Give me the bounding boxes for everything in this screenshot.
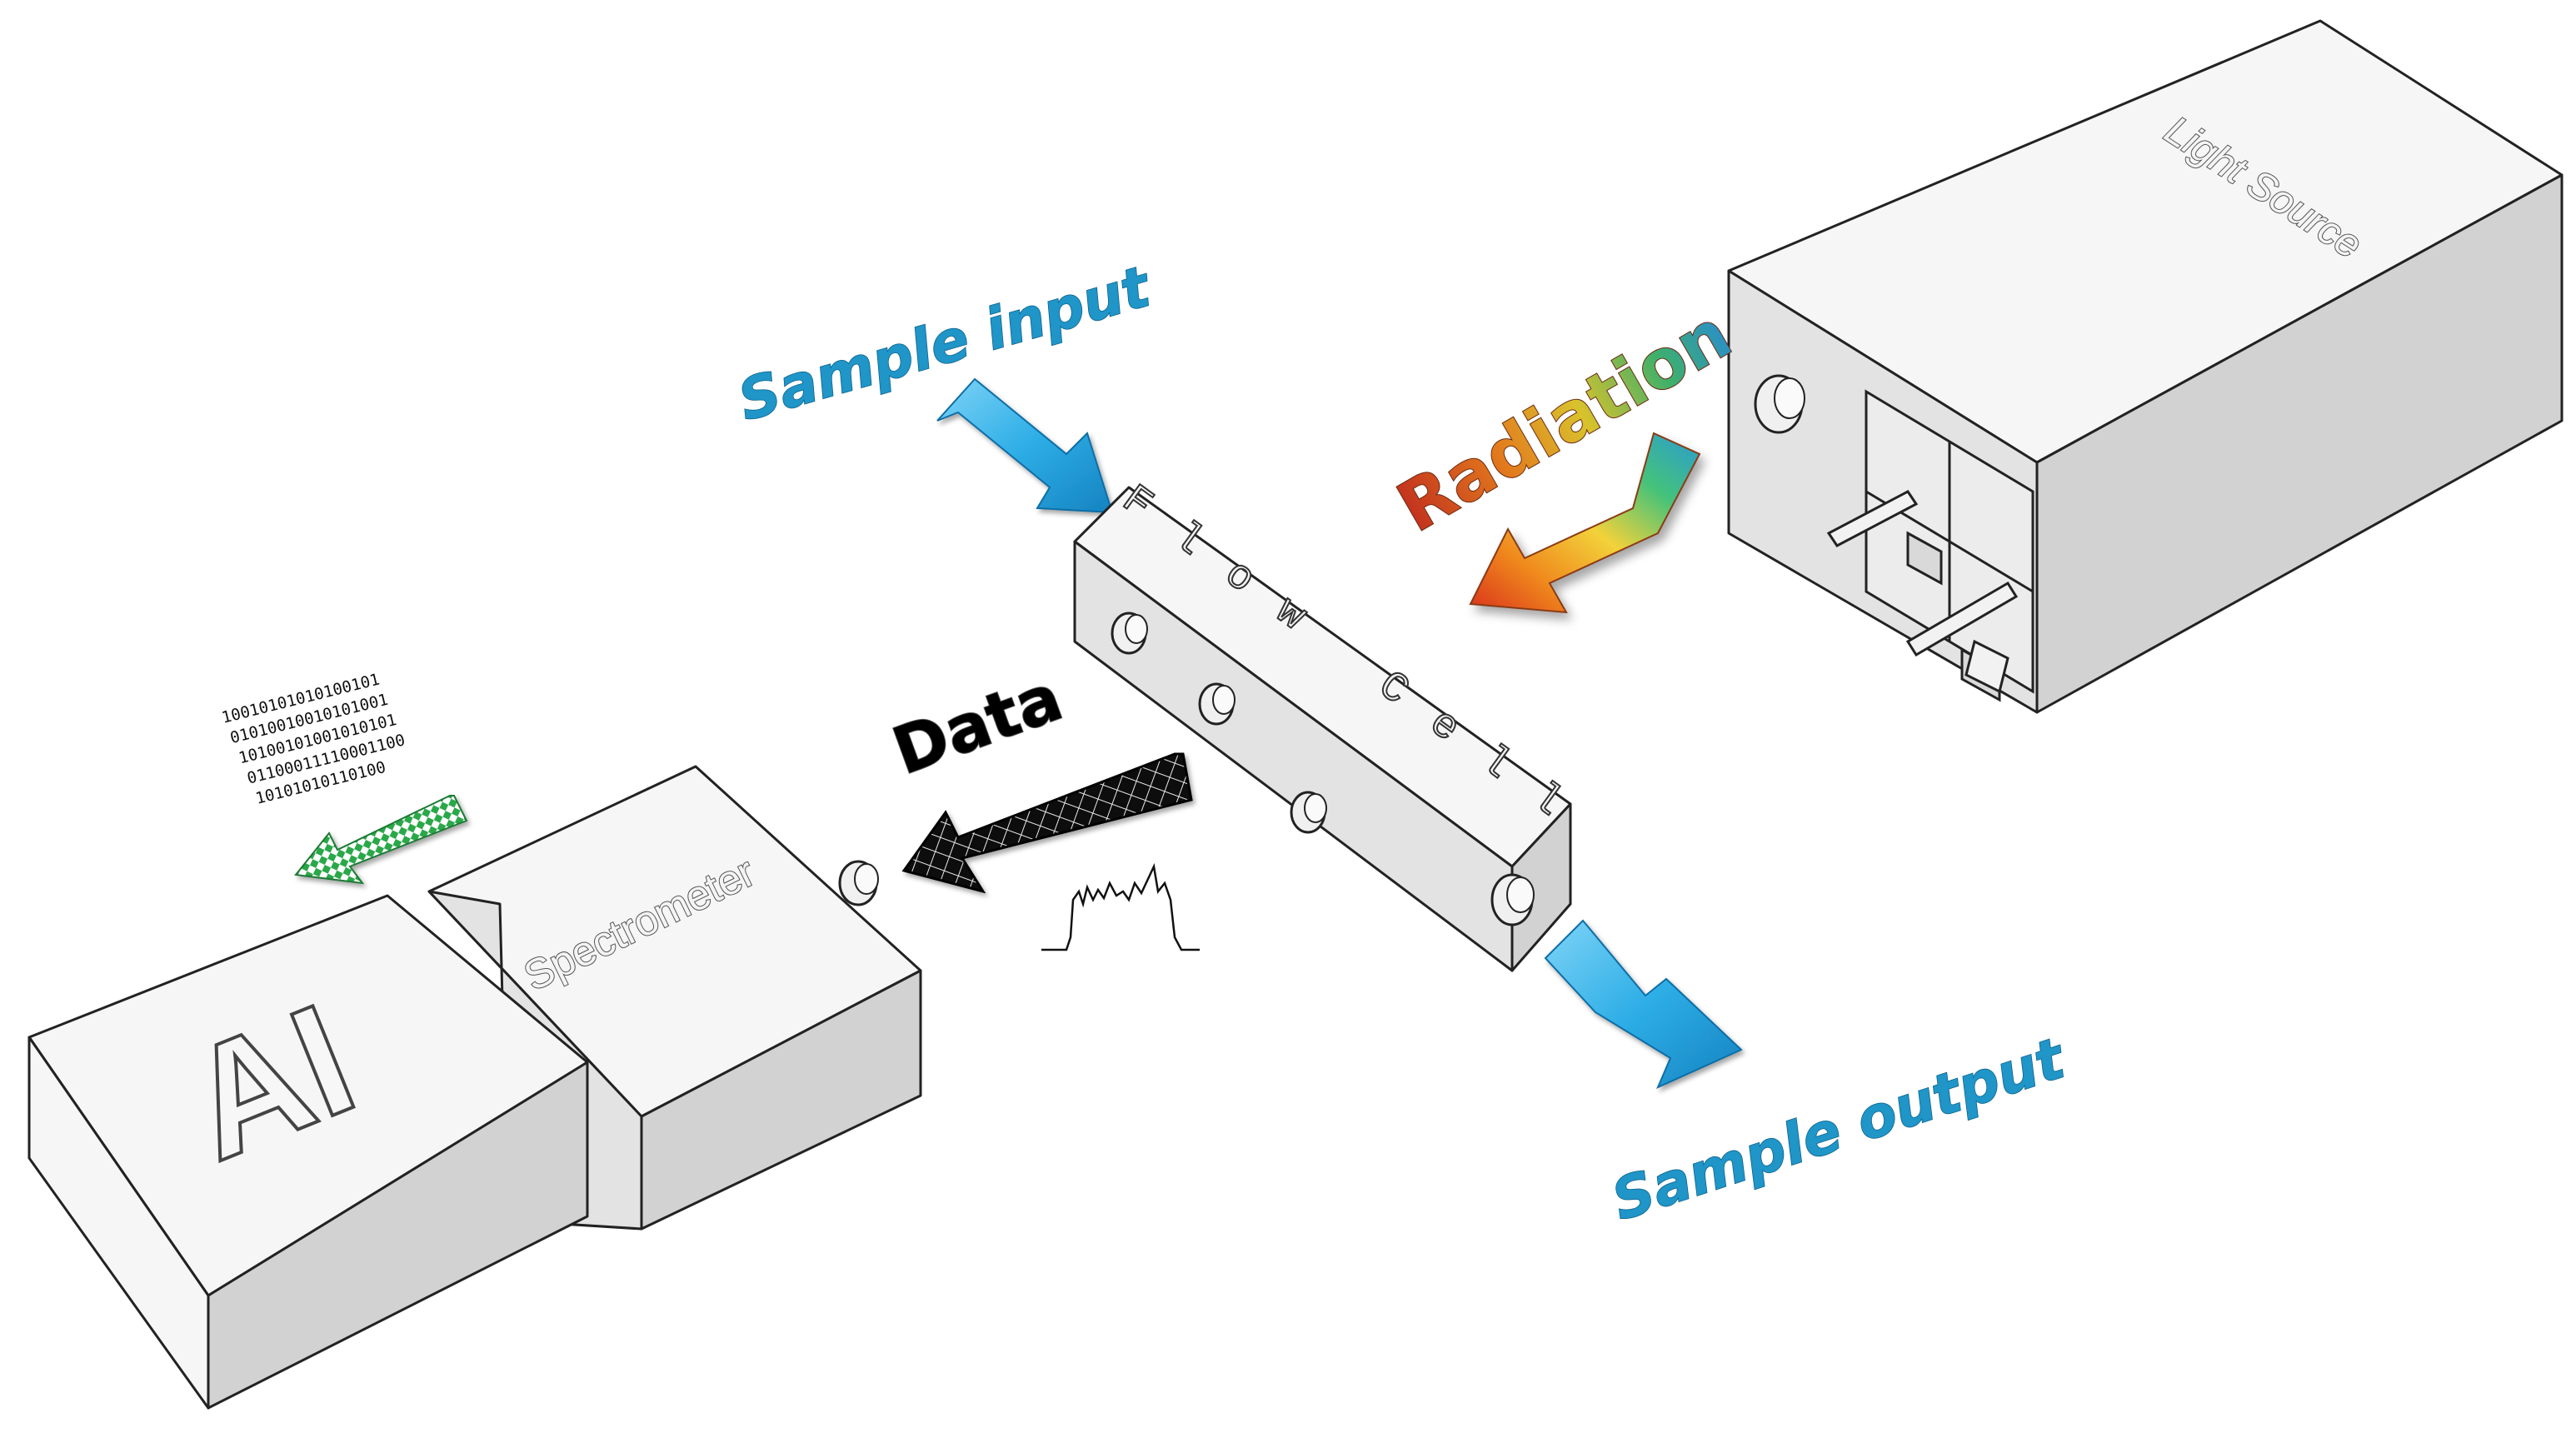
light-source-fiber-pins (1826, 490, 2019, 694)
sample-output-arrow (1544, 919, 1743, 1089)
flow-cell: Flow Cell (1073, 476, 1603, 972)
flow-cell-outlet-port (1490, 873, 1535, 926)
flow-cell-knob-1 (1111, 612, 1148, 655)
spectrum-trace (1041, 862, 1200, 951)
ai-box: AI (27, 894, 589, 1410)
output-green-arrow (294, 795, 468, 885)
radiation-label: Radiation (1385, 295, 1745, 548)
spectrometer-port (838, 860, 879, 906)
light-source-knob (1754, 374, 1805, 434)
flow-cell-knob-3 (1290, 791, 1327, 834)
data-label: Data (884, 660, 1072, 789)
flow-cell-knob-2 (1198, 682, 1236, 726)
radiation-arrow (1469, 432, 1701, 614)
sample-input-label: Sample input (731, 253, 1159, 434)
data-arrow (901, 752, 1193, 894)
binary-data-block: 10010101010100101 01010010010101001 1010… (220, 670, 407, 807)
sample-input-arrow (936, 377, 1114, 514)
light-source-box: Light Source (1727, 19, 2564, 714)
